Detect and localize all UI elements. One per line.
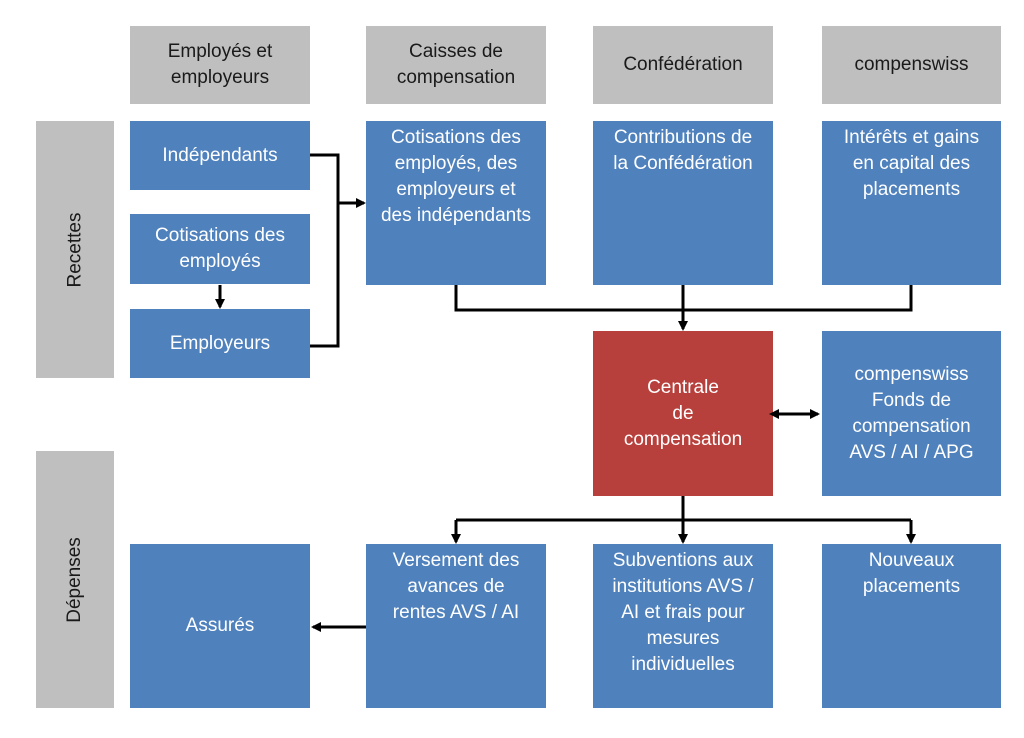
box-centrale-label: Centrale de compensation [623, 376, 743, 450]
arrow-caisses-merge [454, 285, 913, 312]
box-versement-avances: Versement des avances de rentes AVS / AI [366, 544, 546, 708]
box-subventions: Subventions aux institutions AVS / AI et… [593, 544, 773, 708]
header-employes-employeurs: Employés et employeurs [130, 26, 310, 104]
box-versement-label: Versement des avances de rentes AVS / AI [392, 550, 520, 623]
box-cotisations-employes: Cotisations des employés [130, 214, 310, 284]
box-independants: Indépendants [130, 121, 310, 190]
header-employes-employeurs-label: Employés et employeurs [167, 41, 273, 88]
arrow-independants-to-caisses [310, 153, 340, 348]
box-nouveaux-placements-label: Nouveaux placements [862, 550, 961, 597]
header-confederation: Confédération [593, 26, 773, 104]
box-interets-placements-label: Intérêts et gains en capital des placeme… [843, 127, 980, 200]
side-label-recettes: Recettes [36, 121, 114, 378]
box-cotisations-employes-label: Cotisations des employés [155, 225, 285, 272]
box-fonds-label: compenswiss Fonds de compensation AVS / … [849, 363, 974, 463]
header-compenswiss: compenswiss [822, 26, 1001, 104]
box-cotisations-caisses-label: Cotisations des employés, des employeurs… [380, 127, 531, 226]
header-caisses-label: Caisses de compensation [396, 41, 516, 88]
header-caisses-de-compensation: Caisses de compensation [366, 26, 546, 104]
box-centrale-de-compensation: Centrale de compensation [593, 331, 773, 496]
box-assures-label: Assurés [185, 615, 255, 636]
box-contributions-confederation-label: Contributions de la Confédération [613, 127, 753, 174]
side-label-recettes-text: Recettes [63, 212, 85, 287]
box-fonds-de-compensation: compenswiss Fonds de compensation AVS / … [822, 331, 1001, 496]
box-interets-placements: Intérêts et gains en capital des placeme… [822, 121, 1001, 285]
box-employeurs-label: Employeurs [169, 332, 271, 354]
box-employeurs: Employeurs [130, 309, 310, 378]
side-label-depenses: Dépenses [36, 451, 114, 708]
header-compenswiss-label: compenswiss [854, 54, 969, 75]
box-assures: Assurés [130, 544, 310, 708]
box-cotisations-caisses: Cotisations des employés, des employeurs… [366, 121, 546, 285]
box-subventions-label: Subventions aux institutions AVS / AI et… [612, 550, 754, 675]
side-label-depenses-text: Dépenses [64, 536, 85, 623]
box-contributions-confederation: Contributions de la Confédération [593, 121, 773, 285]
box-nouveaux-placements: Nouveaux placements [822, 544, 1001, 708]
box-independants-label: Indépendants [162, 144, 278, 166]
header-confederation-label: Confédération [623, 54, 743, 75]
